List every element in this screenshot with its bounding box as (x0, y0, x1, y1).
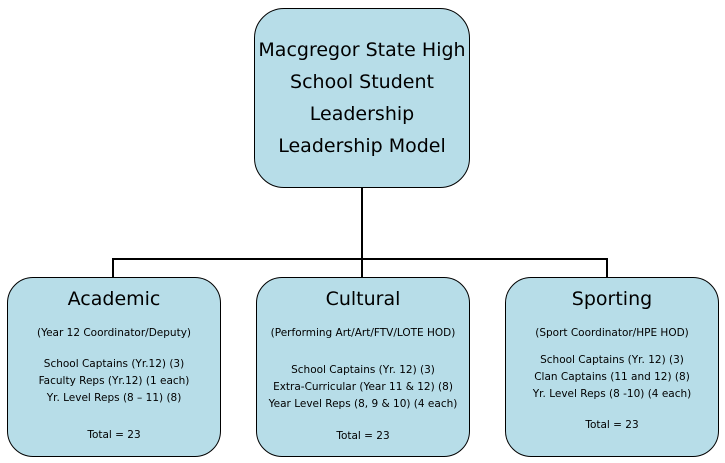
node-item-list: School Captains (Yr. 12) (3) Clan Captai… (506, 352, 718, 403)
node-item: Yr. Level Reps (8 -10) (4 each) (532, 388, 692, 400)
node-item: School Captains (Yr.12) (3) (43, 358, 185, 370)
root-title-line: School Student (290, 71, 434, 93)
node-subtitle: (Sport Coordinator/HPE HOD) (535, 327, 689, 339)
node-subtitle: (Performing Art/Art/FTV/LOTE HOD) (270, 327, 456, 339)
node-item: Clan Captains (11 and 12) (8) (534, 371, 690, 383)
node-item: School Captains (Yr. 12) (3) (540, 354, 684, 366)
node-total: Total = 23 (87, 429, 141, 441)
connector-academic (112, 258, 114, 278)
connector-root-vertical (361, 188, 363, 259)
connector-sporting (606, 258, 608, 278)
node-sporting: Sporting (Sport Coordinator/HPE HOD) Sch… (505, 277, 719, 457)
node-item: Extra-Curricular (Year 11 & 12) (8) (273, 381, 453, 393)
node-title: Academic (67, 288, 161, 310)
node-academic: Academic (Year 12 Coordinator/Deputy) Sc… (7, 277, 221, 457)
node-item: Yr. Level Reps (8 – 11) (8) (46, 392, 182, 404)
node-item-list: School Captains (Yr.12) (3) Faculty Reps… (8, 356, 220, 407)
root-title-line: Macgregor State High (258, 39, 466, 61)
node-item-list: School Captains (Yr. 12) (3) Extra-Curri… (257, 362, 469, 413)
node-item: School Captains (Yr. 12) (3) (291, 364, 435, 376)
node-cultural: Cultural (Performing Art/Art/FTV/LOTE HO… (256, 277, 470, 457)
node-title: Cultural (325, 288, 401, 310)
connector-horizontal (112, 258, 608, 260)
node-item: Year Level Reps (8, 9 & 10) (4 each) (268, 398, 458, 410)
root-title-line: Leadership Model (278, 135, 446, 157)
node-title: Sporting (571, 288, 653, 310)
node-subtitle: (Year 12 Coordinator/Deputy) (36, 327, 192, 339)
node-item: Faculty Reps (Yr.12) (1 each) (38, 375, 190, 387)
node-total: Total = 23 (336, 430, 390, 442)
root-node: Macgregor State High School Student Lead… (254, 8, 470, 188)
node-total: Total = 23 (585, 419, 639, 431)
root-title-line: Leadership (309, 103, 415, 125)
connector-cultural (361, 258, 363, 278)
